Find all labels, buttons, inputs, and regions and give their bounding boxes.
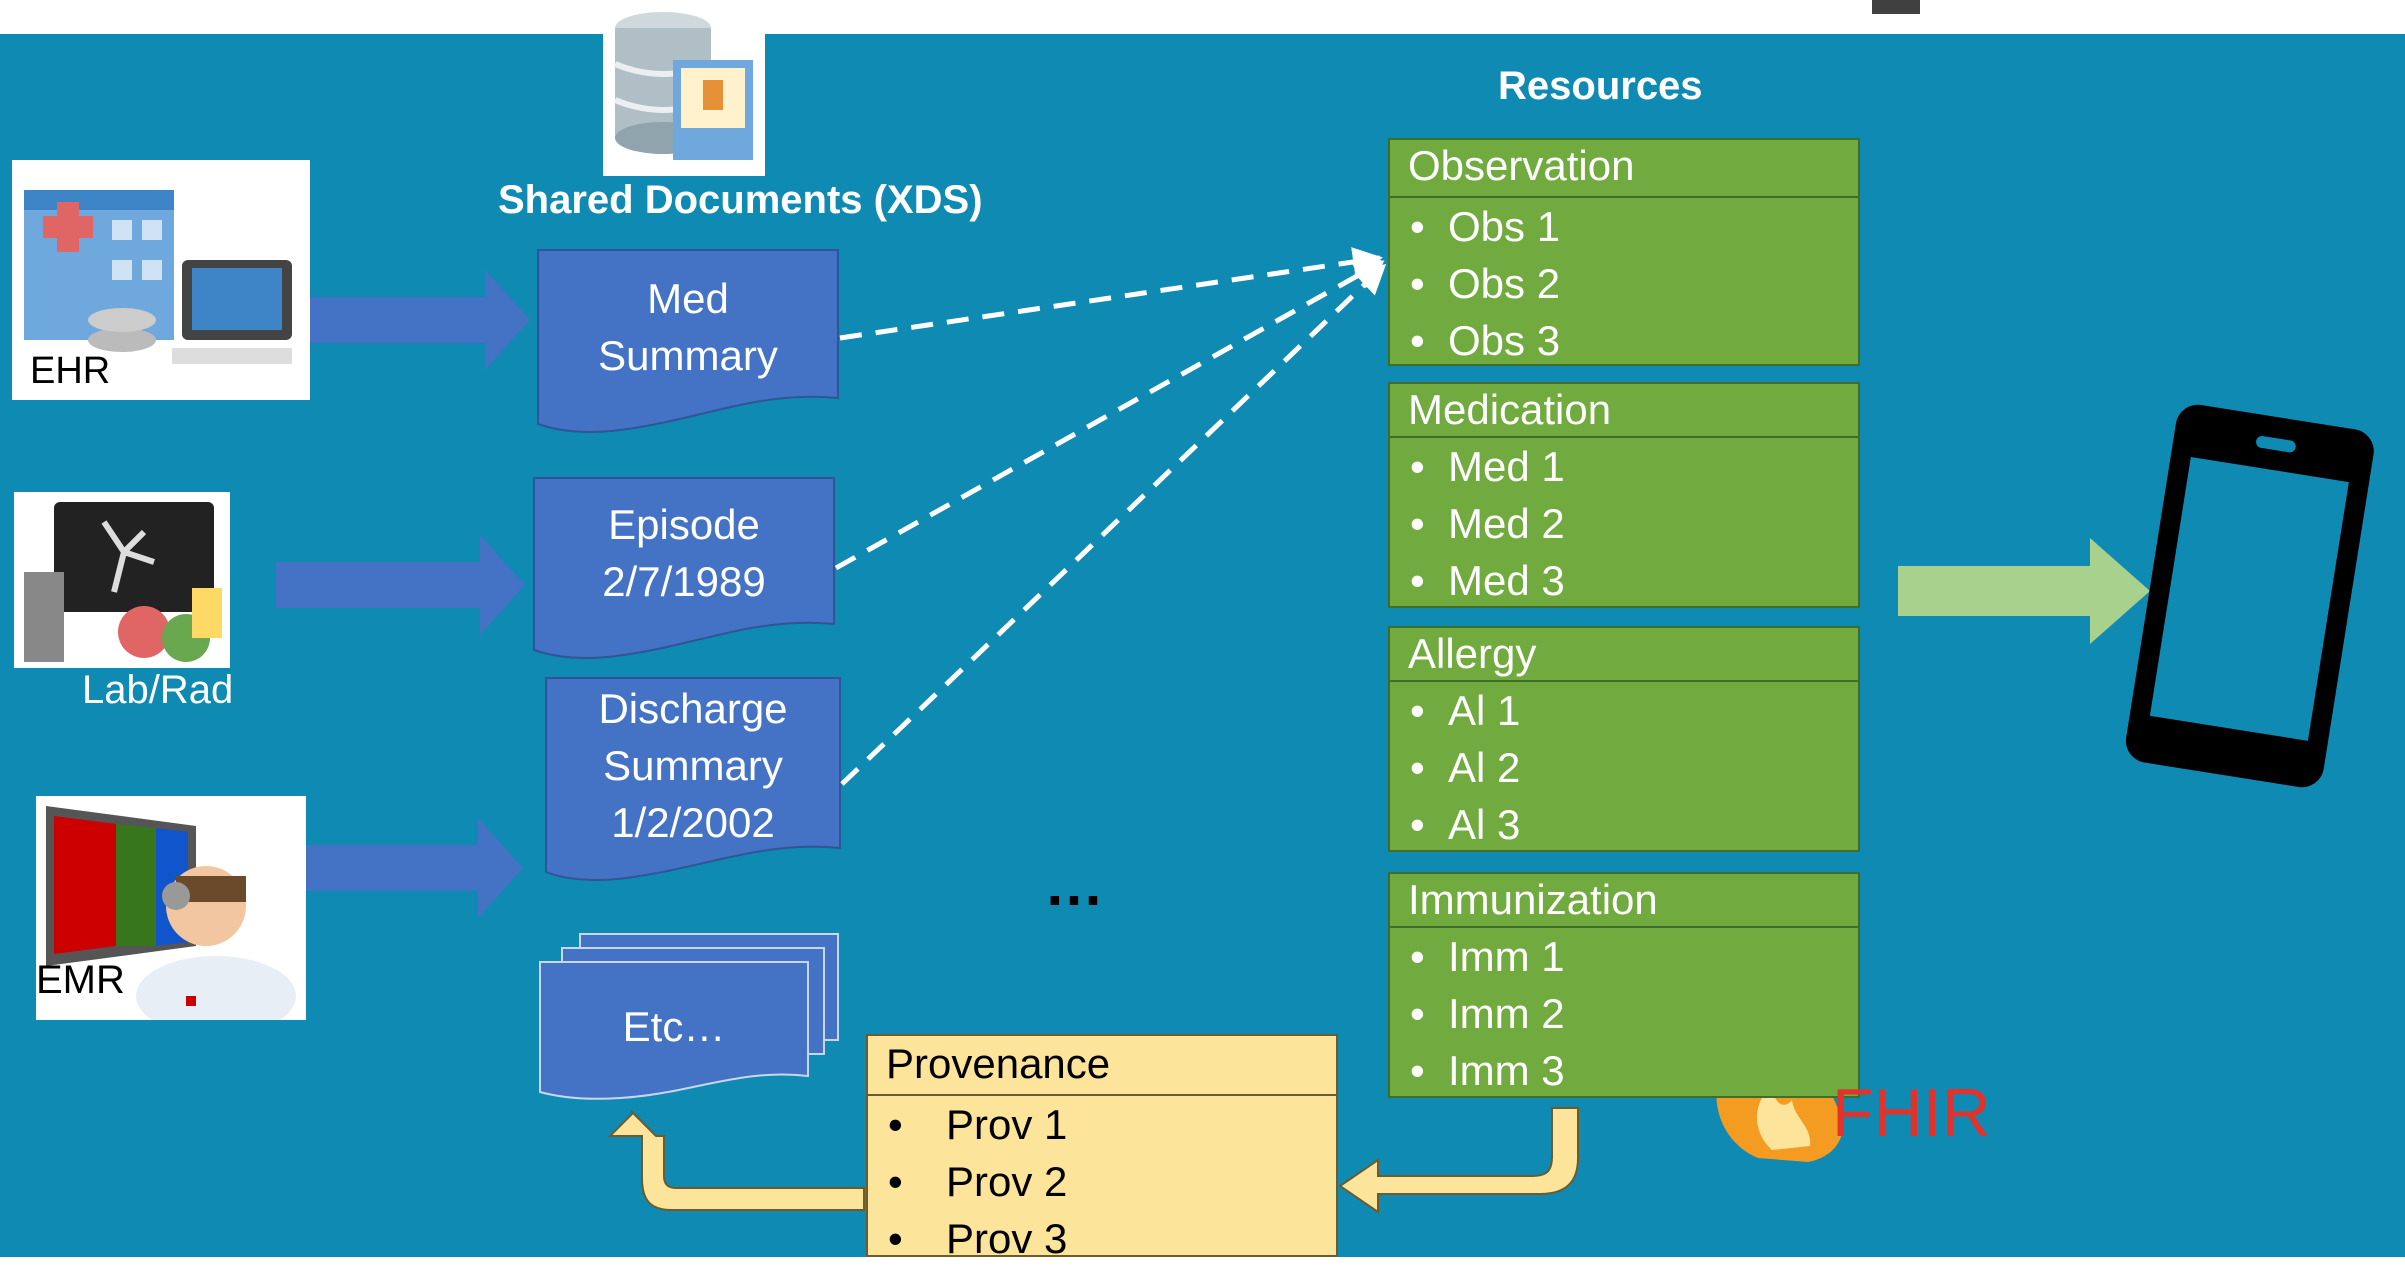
doc-discharge-line3: 1/2/2002 [611,799,775,846]
xds-title: Shared Documents (XDS) [498,178,983,222]
provenance-item: Prov 2 [868,1153,1336,1210]
doc-shape-discharge [545,677,841,881]
immunization-item: Imm 3 [1390,1042,1858,1099]
phone-arrow [1898,538,2150,644]
emr-arrow [266,818,523,918]
labrad-label: Lab/Rad [82,668,234,712]
doc-etc: Etc… [540,998,808,1055]
medication-item: Med 1 [1390,438,1858,495]
allergy-list: Al 1 Al 2 Al 3 [1388,682,1860,853]
emr-label: EMR [36,958,125,1002]
doc-etc-line1: Etc… [622,1003,726,1050]
allergy-item: Al 3 [1390,796,1858,853]
labrad-tile [14,492,230,668]
hospital-icon [24,190,292,364]
provenance-list: Prov 1 Prov 2 Prov 3 [866,1096,1338,1267]
doctor-computer-icon [46,806,296,1020]
top-icon [1872,0,1920,14]
database-folder-icon [613,12,753,160]
observation-header: Observation [1388,138,1860,198]
observation-list: Obs 1 Obs 2 Obs 3 [1388,198,1860,369]
doc-episode-line1: Episode [608,501,760,548]
ehr-label: EHR [30,350,111,392]
resources-title: Resources [1498,64,1703,108]
allergy-header: Allergy [1388,626,1860,682]
provenance-item: Prov 3 [868,1210,1336,1267]
provenance-header: Provenance [866,1034,1338,1096]
phone-icon [2125,404,2374,788]
prov-to-etc-arrow [607,1109,865,1211]
ehr-arrow [278,270,530,370]
ellipsis: … [1044,851,1104,918]
doc-med-summary-line2: Summary [598,332,778,379]
doc-shape-episode [533,477,835,659]
medication-item: Med 2 [1390,495,1858,552]
immunization-header: Immunization [1388,872,1860,928]
top-bar [0,0,2405,34]
medication-item: Med 3 [1390,552,1858,609]
immunization-list: Imm 1 Imm 2 Imm 3 [1388,928,1860,1099]
medication-list: Med 1 Med 2 Med 3 [1388,438,1860,609]
provenance-item: Prov 1 [868,1096,1336,1153]
doc-episode: Episode 2/7/1989 [534,496,834,610]
immunization-item: Imm 1 [1390,928,1858,985]
doc-discharge-line2: Summary [603,742,783,789]
ehr-tile [12,160,310,400]
doc-discharge-line1: Discharge [598,685,788,732]
doc-med-summary-line1: Med [647,275,729,322]
observation-item: Obs 3 [1390,312,1858,369]
doc-shape-med-summary [537,249,839,433]
lab-equipment-icon [24,502,222,662]
allergy-item: Al 1 [1390,682,1858,739]
medication-header: Medication [1388,382,1860,438]
allergy-item: Al 2 [1390,739,1858,796]
dashed-connectors [834,247,1387,786]
xds-image [603,0,765,176]
imm-to-prov-arrow [1338,1107,1579,1214]
doc-discharge-summary: Discharge Summary 1/2/2002 [546,680,840,851]
observation-item: Obs 2 [1390,255,1858,312]
labrad-arrow [276,535,525,635]
fhir-logo-text: FHIR [1832,1075,1991,1151]
emr-tile [36,796,306,1020]
doc-med-summary: Med Summary [538,270,838,384]
doc-shape-etc [539,961,809,1100]
observation-item: Obs 1 [1390,198,1858,255]
immunization-item: Imm 2 [1390,985,1858,1042]
doc-episode-line2: 2/7/1989 [602,558,766,605]
